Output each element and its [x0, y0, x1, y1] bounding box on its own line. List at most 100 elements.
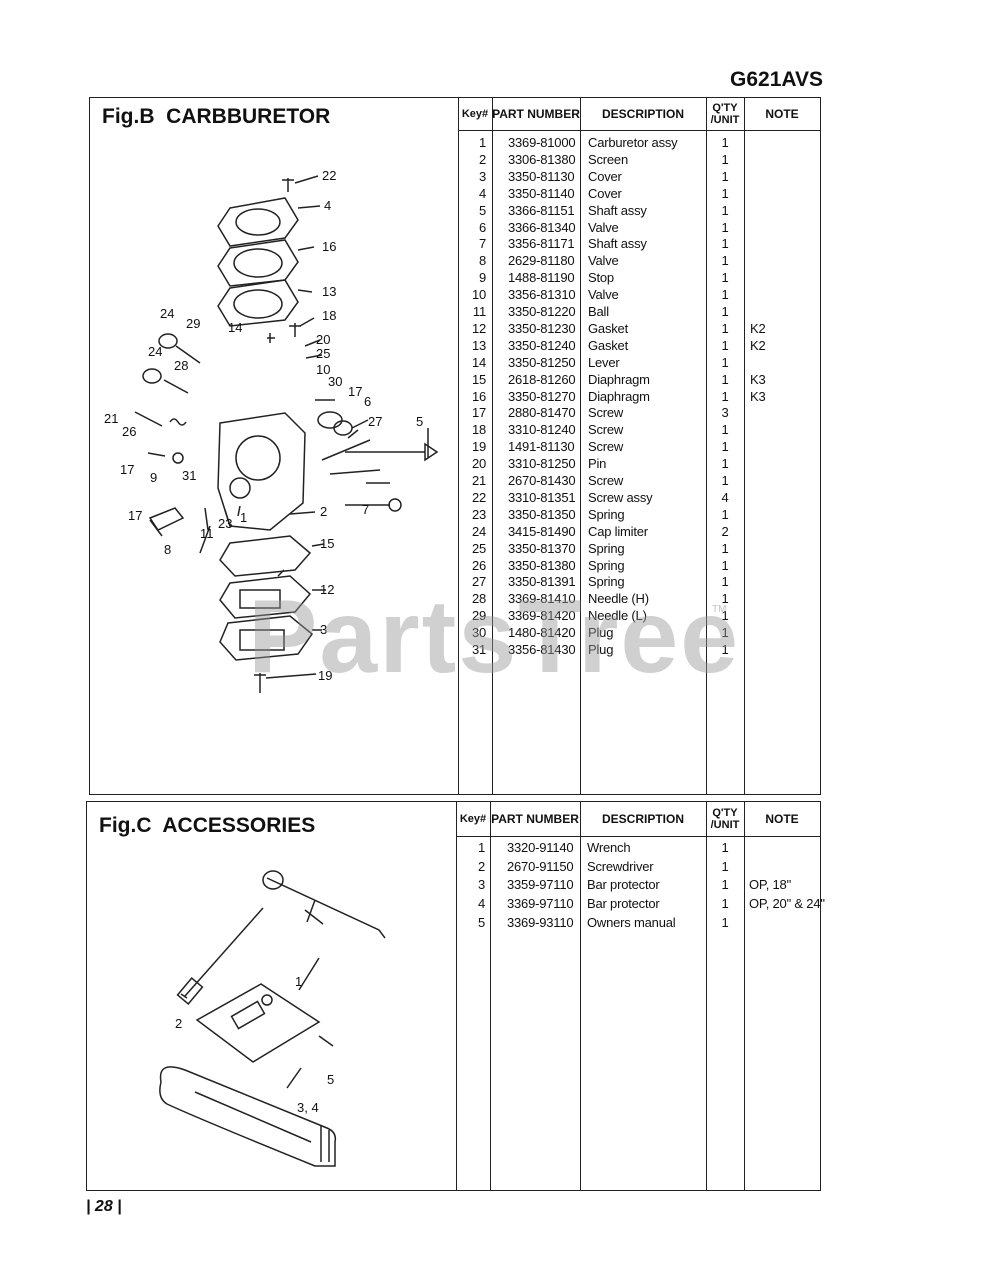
part-number-cell: 3350-81250 — [508, 354, 576, 370]
description-cell: Valve — [588, 253, 619, 269]
part-number-cell: 2618-81260 — [508, 371, 576, 387]
col-header-key: Key# — [459, 813, 487, 825]
description-cell: Spring — [588, 506, 625, 522]
part-number-cell: 3350-81140 — [508, 185, 575, 201]
callout-13: 13 — [322, 284, 336, 299]
qty-cell: 1 — [721, 253, 729, 269]
key-cell: 18 — [471, 422, 486, 438]
callout-25: 25 — [316, 346, 330, 361]
description-cell: Plug — [588, 642, 614, 657]
part-number-cell: 3369-81000 — [508, 135, 576, 150]
key-cell: 12 — [471, 320, 486, 336]
qty-cell: 1 — [721, 557, 729, 573]
callout-26: 26 — [122, 424, 136, 439]
key-cell: 21 — [471, 473, 486, 488]
qty-cell: 1 — [721, 236, 729, 252]
qty-cell: 1 — [721, 625, 729, 641]
callout-28: 28 — [174, 358, 188, 373]
callout-17a: 17 — [348, 384, 362, 399]
description-cell: Spring — [588, 540, 625, 556]
qty-cell: 1 — [721, 287, 729, 303]
page-number-value: 28 — [94, 1198, 113, 1215]
part-number-cell: 3369-97110 — [507, 896, 574, 912]
part-number-cell: 3369-93110 — [507, 914, 574, 930]
part-number-cell: 3350-81370 — [508, 540, 576, 556]
part-number-cell: 3350-81130 — [508, 168, 575, 184]
qty-cell: 1 — [721, 574, 729, 590]
key-cell: 8 — [478, 253, 486, 269]
callout-c-3-4: 3, 4 — [297, 1100, 319, 1115]
description-cell: Needle (H) — [588, 591, 649, 607]
qty-cell: 1 — [721, 135, 729, 150]
divider — [580, 98, 581, 794]
note-cell: OP, 20" & 24" — [749, 896, 825, 912]
callout-24b: 24 — [148, 344, 162, 359]
callout-9: 9 — [150, 470, 157, 485]
key-cell: 4 — [478, 185, 486, 201]
description-cell: Stop — [588, 270, 614, 286]
key-cell: 31 — [471, 642, 486, 657]
callout-19: 19 — [318, 668, 332, 683]
accessories-diagram: 1 2 5 3, 4 — [159, 870, 386, 1167]
callout-7: 7 — [362, 502, 369, 517]
key-cell: 25 — [471, 540, 486, 556]
divider — [458, 130, 820, 131]
key-cell: 14 — [471, 354, 486, 370]
fig-c-panel: Fig.C ACCESSORIES 1 2 5 3, 4 — [86, 801, 825, 1191]
description-cell: Cover — [588, 168, 622, 184]
qty-cell: 1 — [721, 858, 729, 874]
description-cell: Needle (L) — [588, 608, 647, 624]
description-cell: Gasket — [588, 337, 628, 353]
description-cell: Screw assy — [588, 489, 653, 505]
part-number-cell: 3350-81220 — [508, 304, 576, 319]
key-cell: 16 — [471, 388, 486, 404]
description-cell: Cover — [588, 185, 622, 201]
callout-6: 6 — [364, 394, 371, 409]
qty-cell: 1 — [721, 202, 729, 218]
key-cell: 5 — [478, 202, 486, 218]
description-cell: Screw — [588, 405, 624, 421]
key-cell: 23 — [471, 506, 486, 522]
qty-cell: 1 — [721, 540, 729, 556]
callout-8: 8 — [164, 542, 171, 557]
divider — [744, 98, 745, 794]
divider — [580, 802, 581, 1190]
callout-5: 5 — [416, 414, 423, 429]
callout-24a: 24 — [160, 306, 174, 321]
key-cell: 6 — [478, 219, 486, 235]
key-cell: 5 — [477, 914, 485, 930]
callout-20: 20 — [316, 332, 330, 347]
key-cell: 9 — [478, 270, 486, 286]
divider — [706, 98, 707, 794]
qty-cell: 1 — [721, 506, 729, 522]
key-cell: 26 — [471, 557, 486, 573]
watermark: PartsTree — [248, 579, 741, 695]
part-number-cell: 1480-81420 — [508, 625, 576, 641]
key-cell: 19 — [471, 439, 486, 455]
col-header-note: NOTE — [765, 812, 799, 826]
qty-cell: 1 — [721, 439, 729, 455]
part-number-cell: 1488-81190 — [508, 270, 575, 286]
callout-30: 30 — [328, 374, 342, 389]
part-number-cell: 3306-81380 — [508, 151, 576, 167]
description-cell: Bar protector — [587, 896, 660, 912]
callout-4: 4 — [324, 198, 331, 213]
col-header-desc: DESCRIPTION — [601, 107, 684, 121]
callout-14: 14 — [228, 320, 242, 335]
description-cell: Gasket — [588, 320, 628, 336]
part-number-cell: 3310-81240 — [508, 422, 576, 438]
callout-2: 2 — [320, 504, 327, 519]
